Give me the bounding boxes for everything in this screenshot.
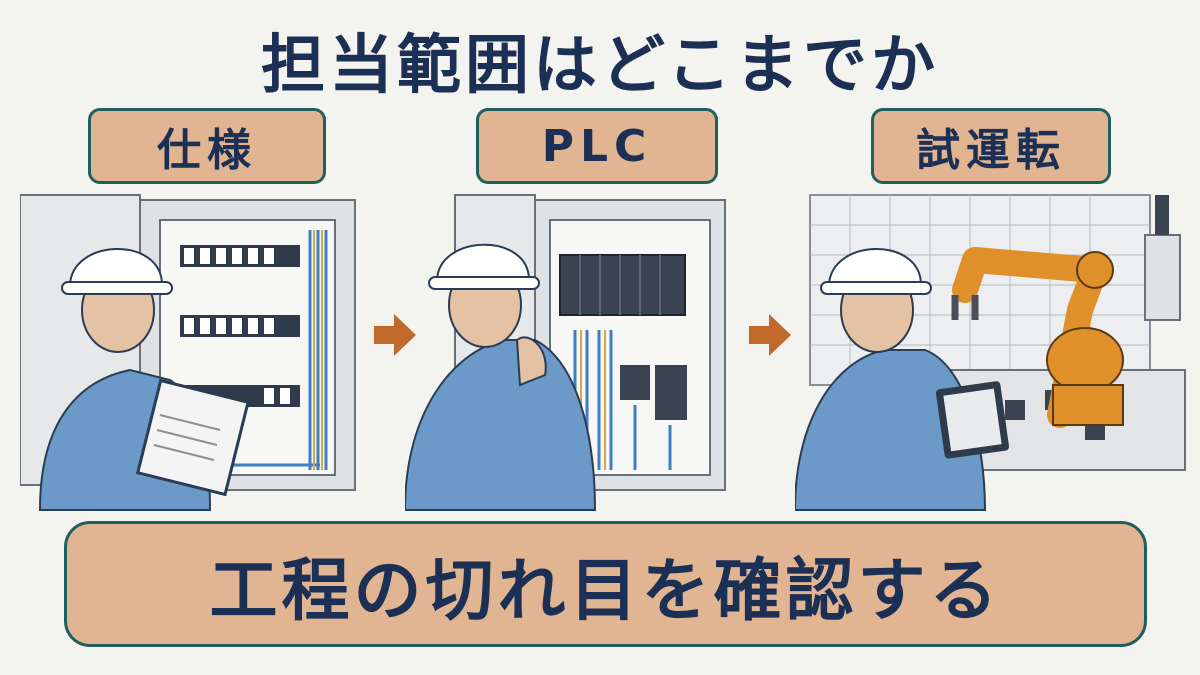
stage-label-commissioning: 試運転	[871, 108, 1111, 184]
stage-label-spec: 仕様	[88, 108, 326, 184]
arrow-right-icon	[745, 310, 795, 360]
worker-tablet-robot-arm-icon	[795, 194, 1186, 511]
stage-label-plc: PLC	[476, 108, 718, 184]
page-title: 担当範囲はどこまでか	[260, 29, 940, 103]
worker-clipboard-control-panel-icon	[20, 194, 356, 511]
bottom-banner: 工程の切れ目を確認する	[64, 521, 1147, 647]
worker-thinking-plc-panel-icon	[405, 194, 726, 511]
arrow-right-icon	[370, 310, 420, 360]
